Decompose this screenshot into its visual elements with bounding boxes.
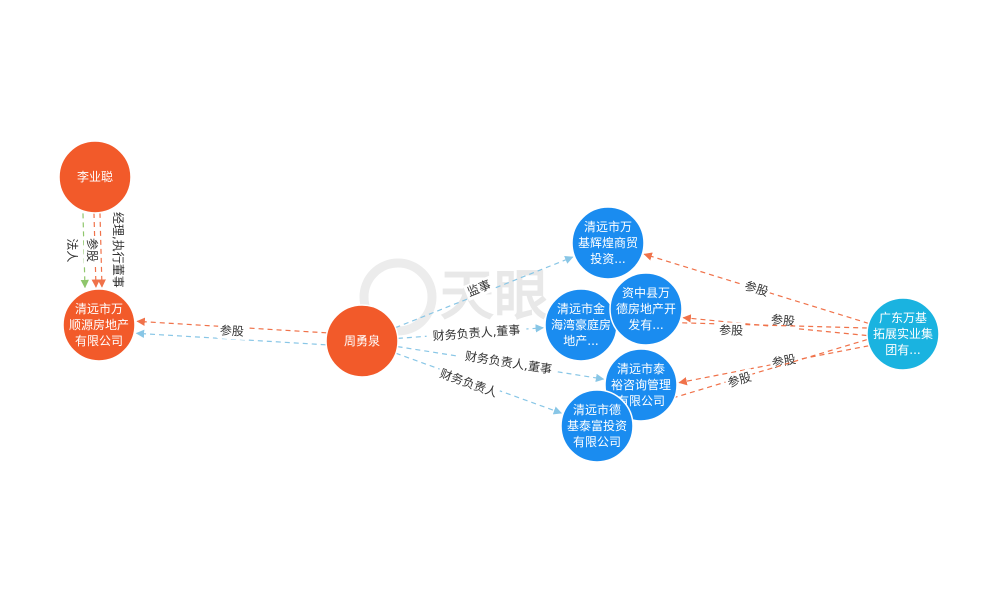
edge-label-background bbox=[716, 322, 746, 339]
edge-label: 财务负责人,董事 bbox=[464, 348, 553, 377]
node-huihuang-trade[interactable]: 清远市万基辉煌商贸投资... bbox=[571, 206, 645, 280]
watermark-eye-icon bbox=[359, 258, 437, 336]
edge-wanji-huihuang[interactable]: 参股 bbox=[643, 252, 869, 324]
edge-wanji-taiyu[interactable]: 参股 bbox=[678, 345, 869, 386]
node-zhou-yongquan[interactable]: 周勇泉 bbox=[325, 304, 399, 378]
node-circle bbox=[62, 288, 136, 362]
edge-label: 参股 bbox=[85, 238, 100, 262]
edge-label: 经理,执行董事 bbox=[111, 212, 125, 288]
node-circle bbox=[58, 140, 132, 214]
edge-li-shunyuan[interactable]: 参股 bbox=[83, 213, 100, 288]
node-label-line: 有限公司 bbox=[75, 334, 123, 348]
edge-wanji-zizhong[interactable]: 参股 bbox=[682, 311, 867, 337]
node-zizhong-wande[interactable]: 资中县万德房地产开发有... bbox=[609, 272, 683, 346]
edge-label: 参股 bbox=[770, 311, 795, 328]
node-circle bbox=[560, 389, 634, 463]
edge-label: 参股 bbox=[743, 278, 770, 299]
nodes-layer: 李业聪清远市万顺源房地产有限公司周勇泉清远市万基辉煌商贸投资...清远市金海湾豪… bbox=[58, 140, 940, 463]
edge-line bbox=[397, 346, 605, 383]
node-circle bbox=[866, 297, 940, 371]
edge-zhou-shunyuan[interactable]: 参股 bbox=[136, 317, 327, 340]
node-label-line: 基泰富投资 bbox=[567, 418, 627, 433]
edge-label-background bbox=[457, 347, 560, 379]
node-label-line: 海湾豪庭房 bbox=[551, 317, 611, 332]
edge-line bbox=[395, 255, 574, 329]
edge-label: 财务负责人 bbox=[438, 365, 500, 400]
node-label-line: 清远市万 bbox=[584, 219, 632, 234]
edge-zhou-huihuang[interactable]: 监事 bbox=[395, 255, 574, 329]
node-label-line: 地产... bbox=[563, 334, 598, 348]
edge-line bbox=[97, 212, 106, 288]
node-circle bbox=[325, 304, 399, 378]
edge-label: 参股 bbox=[219, 322, 244, 338]
node-label-line: 基辉煌商贸 bbox=[578, 235, 638, 250]
edge-label-background bbox=[435, 364, 502, 402]
node-circle bbox=[609, 272, 683, 346]
node-label-line: 资中县万 bbox=[622, 285, 670, 300]
edge-label-background bbox=[740, 277, 773, 301]
node-circle bbox=[571, 206, 645, 280]
edge-wanji-taifu[interactable]: 参股 bbox=[631, 339, 868, 413]
node-label-line: 清远市德 bbox=[573, 402, 621, 417]
node-label-line: 清远市金 bbox=[557, 301, 605, 316]
node-label-line: 拓展实业集 bbox=[873, 326, 933, 341]
edge-label-background bbox=[463, 275, 496, 301]
edge-label-background bbox=[63, 236, 80, 265]
edge-label-background bbox=[723, 368, 756, 392]
edge-label: 法人 bbox=[65, 238, 79, 262]
edge-line bbox=[631, 339, 868, 413]
node-label-line: 清远市万 bbox=[75, 301, 123, 316]
node-label-line: 投资... bbox=[590, 251, 625, 266]
edge-label: 财务负责人,董事 bbox=[432, 322, 521, 343]
edge-label: 参股 bbox=[719, 322, 743, 338]
edge-label-background bbox=[217, 322, 247, 340]
sidebar-node-li-yecong[interactable]: 李业聪 bbox=[58, 140, 132, 214]
node-label-line: 团有... bbox=[885, 343, 920, 357]
node-jinhai-haowan[interactable]: 清远市金海湾豪庭房地产... bbox=[544, 288, 618, 362]
node-label-line: 有限公司 bbox=[617, 394, 665, 408]
node-label-line: 周勇泉 bbox=[344, 334, 380, 348]
node-label-line: 清远市泰 bbox=[617, 361, 665, 376]
node-label-line: 广东万基 bbox=[879, 311, 927, 325]
edge-label: 参股 bbox=[726, 369, 753, 390]
edge-label-background bbox=[426, 321, 527, 345]
node-label-line: 裕咨询管理 bbox=[611, 377, 671, 392]
edge-label-background bbox=[109, 205, 126, 294]
edge-li-shunyuan[interactable]: 法人 bbox=[63, 213, 89, 289]
edge-wanji-jinhai[interactable]: 参股 bbox=[618, 317, 868, 339]
node-label-line: 发有... bbox=[628, 317, 663, 332]
edge-li-shunyuan[interactable]: 经理,执行董事 bbox=[97, 205, 126, 294]
edge-label-background bbox=[83, 236, 100, 265]
node-label-line: 李业聪 bbox=[77, 169, 113, 184]
node-label-line: 有限公司 bbox=[573, 435, 621, 449]
edge-label: 参股 bbox=[771, 351, 797, 370]
node-label-line: 顺源房地产 bbox=[69, 317, 129, 332]
node-label-line: 德房地产开 bbox=[616, 301, 676, 316]
edge-zhou-jinhai[interactable]: 财务负责人,董事 bbox=[397, 321, 544, 345]
edge-line bbox=[395, 352, 563, 415]
node-guangdong-wanji[interactable]: 广东万基拓展实业集团有... bbox=[866, 297, 940, 371]
